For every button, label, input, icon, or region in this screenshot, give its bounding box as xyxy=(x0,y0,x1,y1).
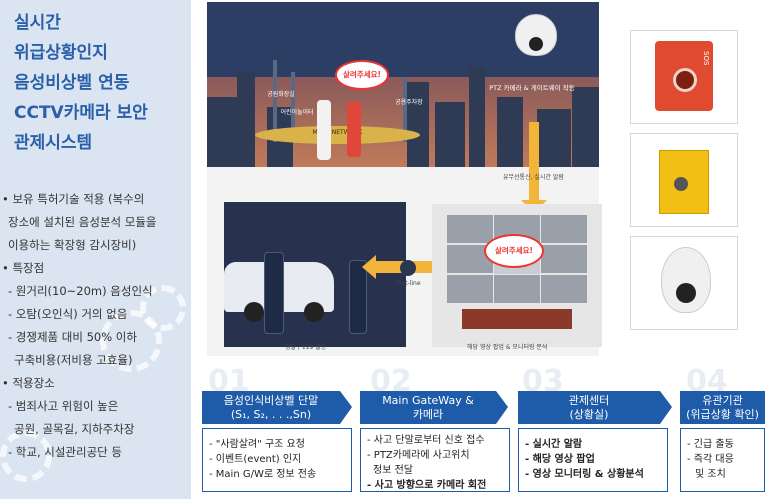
building xyxy=(435,102,465,167)
bell-pole xyxy=(291,72,295,142)
step-item: - 사고 방향으로 카메라 회전 xyxy=(367,480,487,491)
yellow-emergency-bell xyxy=(659,150,709,214)
step-item: 및 조치 xyxy=(695,469,726,480)
step-body-2: - 사고 단말로부터 신호 접수 - PTZ카메라에 사고위치 정보 전달 - … xyxy=(360,428,510,492)
step-header-2: Main GateWay & 카메라 xyxy=(360,391,508,424)
step-item: 정보 전달 xyxy=(373,465,413,476)
step-header-1: 음성인식비상벨 단말 (S₁, S₂, . . .,Sn) xyxy=(202,391,352,424)
title-line: 위급상황인지 xyxy=(14,43,108,63)
building xyxy=(537,109,571,167)
step-header-4: 유관기관 (위급상황 확인) xyxy=(680,391,765,424)
car-wheel xyxy=(244,302,264,322)
step-item: - PTZ카메라에 사고위치 xyxy=(367,450,470,461)
police-officer-figure xyxy=(264,252,284,334)
feature-line: • 보유 특허기술 적용 (복수의 xyxy=(2,192,145,206)
title-line: 관제시스템 xyxy=(14,133,93,153)
sos-bell-device-photo: SOS xyxy=(630,30,738,124)
help-popup-bubble: 살려주세요! xyxy=(484,234,544,268)
operator-desk xyxy=(462,309,572,329)
victim-figure xyxy=(347,102,361,157)
building xyxy=(207,97,237,167)
step-item: - "사람살려" 구조 요청 xyxy=(209,439,305,450)
sos-text: SOS xyxy=(702,51,710,66)
ptz-camera-device-photo xyxy=(630,236,738,330)
building xyxy=(407,82,429,167)
step-header-line: 유관기관 xyxy=(702,393,743,407)
step-item: - 즉각 대응 xyxy=(687,454,734,465)
building xyxy=(469,67,485,167)
gear-decoration-icon xyxy=(0,430,52,482)
step-item: - 실시간 알람 xyxy=(525,439,583,450)
step-body-4: - 긴급 출동 - 즉각 대응 및 조치 xyxy=(680,428,765,492)
step-header-line: 음성인식비상벨 단말 xyxy=(223,393,319,407)
feature-line: 이용하는 확장형 감시장비) xyxy=(8,238,137,252)
feature-line: - 오탐(오인식) 거의 없음 xyxy=(8,307,128,321)
monitor-caption: 해당 영상 팝업 & 모니터링 분석 xyxy=(467,344,548,351)
mesh-network-ring: MESH NETWORK xyxy=(255,126,420,144)
step-header-line: Main GateWay & xyxy=(382,393,474,407)
step-item: - 사고 단말로부터 신호 접수 xyxy=(367,435,485,446)
police-caption: 경찰 / 119 출동 xyxy=(285,344,327,351)
building xyxy=(497,97,523,167)
location-tag: 공원화장실 xyxy=(267,91,295,98)
police-response-panel xyxy=(224,202,406,347)
ptz-label: PTZ 카메라 & 게이트웨이 작동 xyxy=(489,84,575,92)
feature-list: • 보유 특허기술 적용 (복수의 장소에 설치된 음성분석 모듈을 이용하는 … xyxy=(2,188,190,464)
title-line: 음성비상벨 연동 xyxy=(14,73,130,93)
gear-decoration-icon xyxy=(100,310,162,372)
building xyxy=(237,72,255,167)
feature-line: • 적용장소 xyxy=(2,376,55,390)
bell-pole xyxy=(273,60,277,142)
building xyxy=(572,87,599,167)
sos-bell: SOS xyxy=(655,41,713,111)
bell-pole xyxy=(403,77,407,142)
step-item: - Main G/W로 정보 전송 xyxy=(209,469,317,480)
step-header-line: (S₁, S₂, . . .,Sn) xyxy=(230,407,312,421)
location-tag: 어린이놀이터 xyxy=(280,109,314,116)
step-header-3: 관제센터 (상황실) xyxy=(518,391,672,424)
mesh-label: MESH NETWORK xyxy=(312,129,363,136)
yellow-bell-device-photo xyxy=(630,133,738,227)
left-info-panel: 실시간 위급상황인지 음성비상벨 연동 CCTV카메라 보안 관제시스템 • 보… xyxy=(0,0,191,499)
feature-line: - 학교, 시설관리공단 등 xyxy=(8,445,122,459)
wire-label: 유무선통신, 실시간 알람 xyxy=(503,174,564,181)
step-header-line: (상황실) xyxy=(569,407,609,421)
feature-line: • 특장점 xyxy=(2,261,45,275)
system-title: 실시간 위급상황인지 음성비상벨 연동 CCTV카메라 보안 관제시스템 xyxy=(14,8,190,158)
feature-line: - 범죄사고 위험이 높은 xyxy=(8,399,119,413)
step-header-line: 관제센터 xyxy=(568,393,610,407)
step-body-1: - "사람살려" 구조 요청 - 이벤트(event) 인지 - Main G/… xyxy=(202,428,352,492)
feature-line: - 경쟁제품 대비 50% 이하 xyxy=(8,330,137,344)
car-wheel xyxy=(304,302,324,322)
help-speech-bubble: 살려주세요! xyxy=(335,60,389,90)
system-diagram-illustration: 공원화장실 어린이놀이터 공용주차장 MESH NETWORK 살려주세요! P… xyxy=(207,2,602,356)
step-item: - 해당 영상 팝업 xyxy=(525,454,595,465)
step-item: - 긴급 출동 xyxy=(687,439,734,450)
ptz-camera-icon xyxy=(661,247,711,313)
gear-decoration-icon xyxy=(140,285,186,331)
attacker-figure xyxy=(317,100,331,160)
feature-line: - 원거리(10~20m) 음성인식 xyxy=(8,284,153,298)
step-header-line: (위급상황 확인) xyxy=(686,407,759,421)
flow-arrow-left xyxy=(362,255,376,279)
step-item: - 영상 모니터링 & 상황분석 xyxy=(525,469,644,480)
feature-line: 공원, 골목길, 지하주차장 xyxy=(14,422,135,436)
operator-icon xyxy=(400,260,416,276)
control-center-panel: 살려주세요! xyxy=(432,204,602,347)
location-tag: 공용주차장 xyxy=(395,99,423,106)
feature-line: 장소에 설치된 음성분석 모듈을 xyxy=(8,215,157,229)
sos-button-icon xyxy=(673,68,697,92)
emergency-button-icon xyxy=(674,177,688,191)
ptz-camera-icon xyxy=(515,14,557,56)
hotline-label: Hot-line xyxy=(397,280,421,287)
step-header-line: 카메라 xyxy=(412,407,444,421)
flow-arrow xyxy=(529,122,539,202)
title-line: 실시간 xyxy=(14,13,61,33)
incident-scene-panel: 공원화장실 어린이놀이터 공용주차장 MESH NETWORK 살려주세요! P… xyxy=(207,2,599,167)
feature-line: 구축비용(저비용 고효율) xyxy=(14,353,133,367)
step-item: - 이벤트(event) 인지 xyxy=(209,454,302,465)
title-line: CCTV카메라 보안 xyxy=(14,103,148,123)
step-body-3: - 실시간 알람 - 해당 영상 팝업 - 영상 모니터링 & 상황분석 xyxy=(518,428,668,492)
